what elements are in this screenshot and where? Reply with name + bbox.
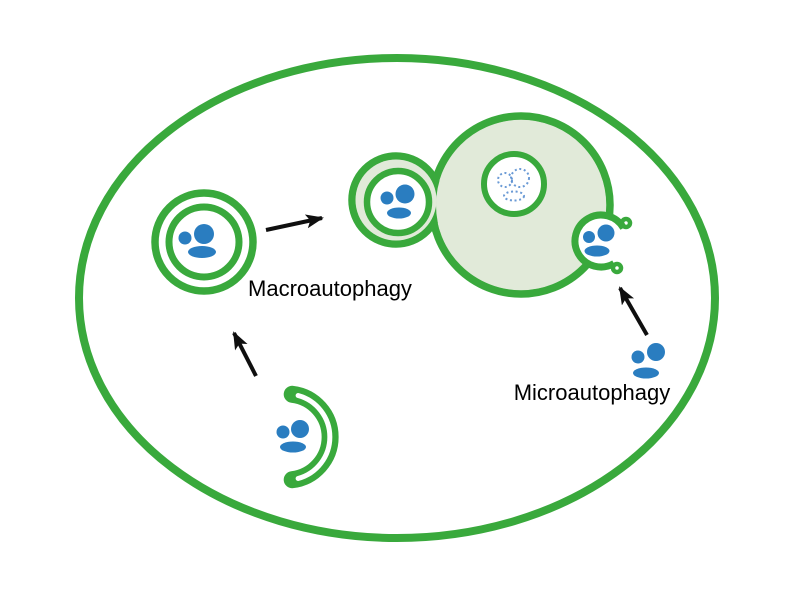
vacuole <box>348 112 649 298</box>
cargo-at-phagophore <box>276 420 309 453</box>
cargo-oval <box>387 207 411 219</box>
cargo-in-fusing-autophagosome <box>380 184 415 219</box>
cargo-dot-small <box>583 231 595 243</box>
cargo-dot-small <box>631 350 645 364</box>
degraded-dot-small <box>497 172 513 188</box>
cargo-dot-small <box>276 425 290 439</box>
membrane-curl-top <box>619 216 633 230</box>
degraded-dot-large <box>510 168 530 188</box>
cargo-oval <box>280 441 306 453</box>
cargo-dot-small <box>178 231 192 245</box>
cargo-oval <box>633 367 659 379</box>
cargo-dot-large <box>597 224 615 242</box>
cargo-oval <box>584 245 610 257</box>
phagophore-intermembrane-space <box>295 393 333 481</box>
degraded-material-vesicle <box>481 151 547 217</box>
arrow-cargo-to-invagination <box>618 286 649 336</box>
cargo-dot-large <box>395 184 415 204</box>
fusing-autophagosome-inner-vesicle <box>363 167 433 237</box>
microautophagy-label: Microautophagy <box>514 380 671 405</box>
macroautophagy-label: Macroautophagy <box>248 276 412 301</box>
cargo-dot-large <box>194 224 214 244</box>
cargo-dot-large <box>647 343 665 361</box>
autophagic-body-membrane <box>481 151 547 217</box>
invagination-membrane <box>571 211 627 271</box>
cargo-oval <box>188 246 216 258</box>
phagophore <box>283 385 339 489</box>
membrane-curl-bottom <box>610 261 624 275</box>
autophagosome <box>151 189 257 295</box>
degraded-oval <box>503 190 525 202</box>
microautophagy-invagination <box>571 211 649 289</box>
cargo-dot-large <box>291 420 309 438</box>
arrow-autophagosome-to-vacuole <box>265 214 324 232</box>
free-cytoplasmic-cargo <box>631 343 665 379</box>
cargo-dot-small <box>380 191 394 205</box>
arrow-phagophore-to-autophagosome <box>232 331 258 377</box>
